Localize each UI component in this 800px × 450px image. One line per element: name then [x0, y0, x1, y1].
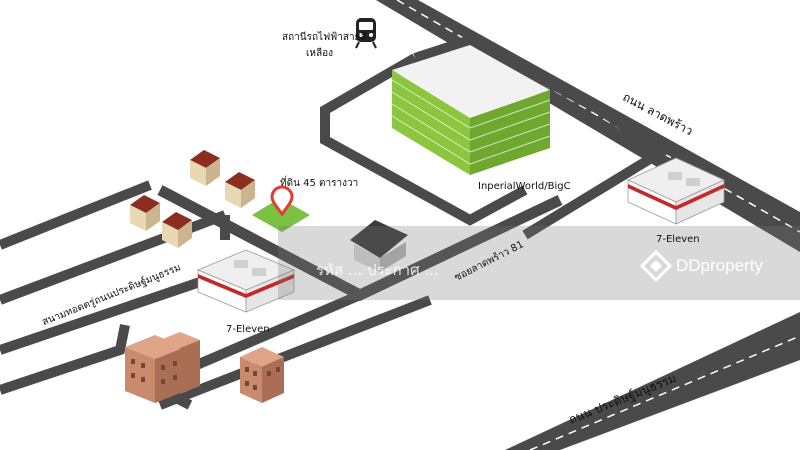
- houses-group-upper: [130, 150, 255, 248]
- road-loop: [320, 53, 528, 226]
- mall-label: InperialWorld/BigC: [478, 181, 571, 192]
- road-pradit: [505, 312, 800, 450]
- store-left: [196, 249, 296, 313]
- station-label-line1: สถานีรถไฟฟ้าสายสี: [282, 32, 367, 43]
- watermark-left-text: รหัส ... ประกาศ ...: [316, 261, 439, 279]
- house-grey: [350, 220, 408, 272]
- watermark-brand: DDproperty: [676, 256, 763, 275]
- watermark-band: [278, 226, 800, 300]
- ddproperty-logo-icon: [640, 250, 672, 282]
- store-right: [627, 157, 725, 225]
- location-pin-icon: [270, 185, 294, 217]
- mall-building: [391, 45, 551, 175]
- station-label-line2: เหลือง: [306, 48, 334, 59]
- plot-label: ที่ดิน 45 ตารางวา: [280, 178, 359, 189]
- store-right-label: 7-Eleven: [656, 234, 700, 245]
- apartments: [125, 332, 284, 403]
- store-left-label: 7-Eleven: [226, 324, 270, 335]
- train-icon: [355, 18, 377, 49]
